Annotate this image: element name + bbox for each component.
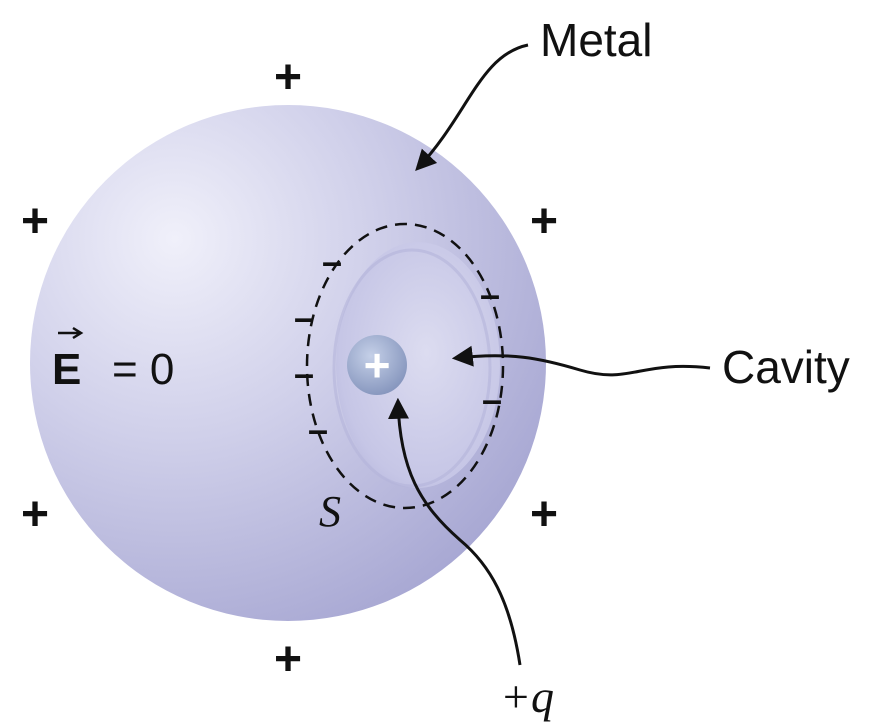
outer-charge: + xyxy=(274,51,302,104)
outer-charge: + xyxy=(530,488,558,541)
cavity-charge: – xyxy=(480,274,500,315)
outer-charge: + xyxy=(21,488,49,541)
metal-label: Metal xyxy=(540,14,652,66)
field-equation: = 0 xyxy=(112,345,174,394)
cavity-charge: – xyxy=(294,297,314,338)
cavity-charge: – xyxy=(294,353,314,394)
cavity-charge: – xyxy=(322,241,342,282)
metal-arrow xyxy=(418,45,528,168)
cavity-label: Cavity xyxy=(722,341,850,393)
outer-charge: + xyxy=(530,195,558,248)
point-charge-symbol: + xyxy=(364,339,391,391)
field-symbol: E xyxy=(52,345,81,394)
outer-charge: + xyxy=(274,633,302,686)
outer-charge: + xyxy=(21,195,49,248)
charge-label: +q xyxy=(500,671,554,722)
cavity-charge: – xyxy=(308,409,328,450)
gaussian-surface-label: S xyxy=(319,487,341,536)
cavity-charge: – xyxy=(482,379,502,420)
